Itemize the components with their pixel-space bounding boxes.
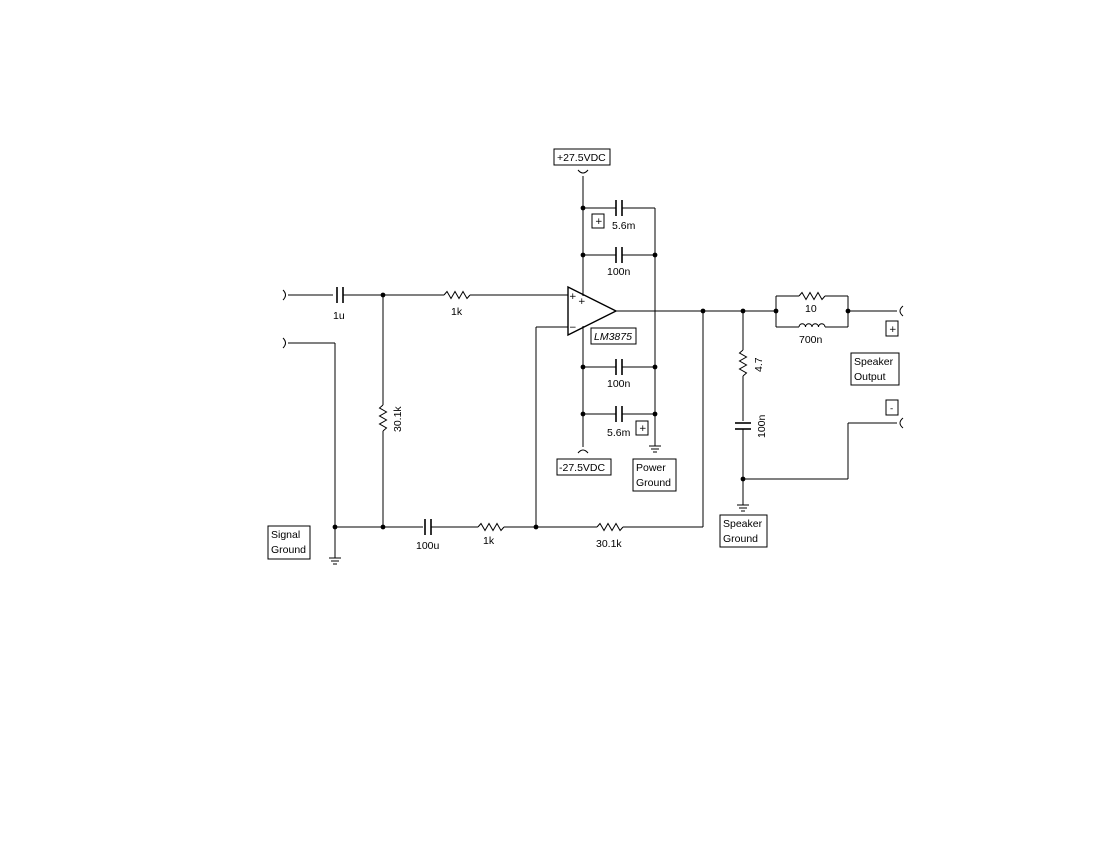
input-connector-signal [282,289,333,301]
feedback-ground-resistor-label: 1k [483,535,495,547]
input-connector-ground [282,337,336,527]
svg-text:−: − [569,323,577,333]
output-minus-label: - [885,399,899,416]
svg-text:Power: Power [636,462,666,474]
signal-ground-symbol [329,527,341,565]
pos-bulk-capacitor: + 5.6m [583,200,655,232]
neg-supply-connector [577,449,589,454]
zobel-resistor: 4.7 [738,311,765,421]
svg-text:Ground: Ground [271,544,306,556]
svg-text:+: + [578,297,586,307]
svg-text:Output: Output [854,371,886,383]
output-inductor-label: 700n [799,334,823,346]
pos-bypass-capacitor: 100n [583,247,655,278]
svg-text:LM3875: LM3875 [594,331,632,343]
feedback-capacitor: 100u [416,519,478,552]
svg-text:-27.5VDC: -27.5VDC [559,462,606,474]
power-ground-label: Power Ground [632,458,677,492]
svg-text:Ground: Ground [723,533,758,545]
svg-text:Speaker: Speaker [723,518,763,530]
input-resistor: 1k [383,290,568,318]
neg-supply-label: -27.5VDC [556,458,612,476]
speaker-ground-label: Speaker Ground [719,514,768,548]
svg-text:-: - [890,404,893,414]
neg-bulk-capacitor: + 5.6m [583,406,655,439]
input-shunt-resistor-label: 30.1k [392,406,404,432]
pos-supply-connector [577,169,589,296]
speaker-ground-symbol [737,504,749,512]
neg-bypass-capacitor: 100n [583,359,655,390]
junction-output-feedback [700,308,706,314]
input-capacitor-label: 1u [333,310,345,322]
svg-text:+: + [639,424,647,434]
zobel-resistor-label: 4.7 [753,357,765,372]
feedback-resistor: 30.1k [536,311,704,550]
zobel-capacitor-label: 100n [756,414,768,438]
input-resistor-label: 1k [451,306,463,318]
feedback-resistor-label: 30.1k [596,538,622,550]
output-resistor: 10 [775,291,849,315]
output-plus-label: + [885,320,899,337]
feedback-capacitor-label: 100u [416,540,440,552]
pos-bulk-capacitor-label: 5.6m [612,220,636,232]
opamp-label: LM3875 [590,327,637,345]
junction-gnd-1 [652,252,658,258]
zobel-capacitor: 100n [735,414,768,505]
svg-text:Speaker: Speaker [854,356,894,368]
neg-bypass-capacitor-label: 100n [607,378,631,390]
svg-text:+: + [889,325,897,335]
feedback-ground-resistor: 1k [477,522,536,547]
junction-shunt-bottom [380,524,386,530]
input-shunt-resistor: 30.1k [378,295,404,527]
pos-supply-label: +27.5VDC [553,148,611,166]
svg-text:+: + [569,292,577,302]
svg-text:Ground: Ground [636,477,671,489]
neg-bulk-capacitor-label: 5.6m [607,427,631,439]
speaker-output-label: Speaker Output [850,352,900,386]
output-connector-minus [899,417,904,429]
svg-text:Signal: Signal [271,529,300,541]
svg-text:+27.5VDC: +27.5VDC [557,152,606,164]
output-connector-plus [899,305,904,317]
power-ground-symbol [649,445,661,453]
opamp-lm3875: + + − [567,285,618,337]
input-capacitor: 1u [333,287,383,322]
signal-ground-label: Signal Ground [267,525,311,560]
svg-text:+: + [595,217,603,227]
pos-bypass-capacitor-label: 100n [607,266,631,278]
output-inductor: 700n [775,311,849,346]
output-resistor-label: 10 [805,303,817,315]
